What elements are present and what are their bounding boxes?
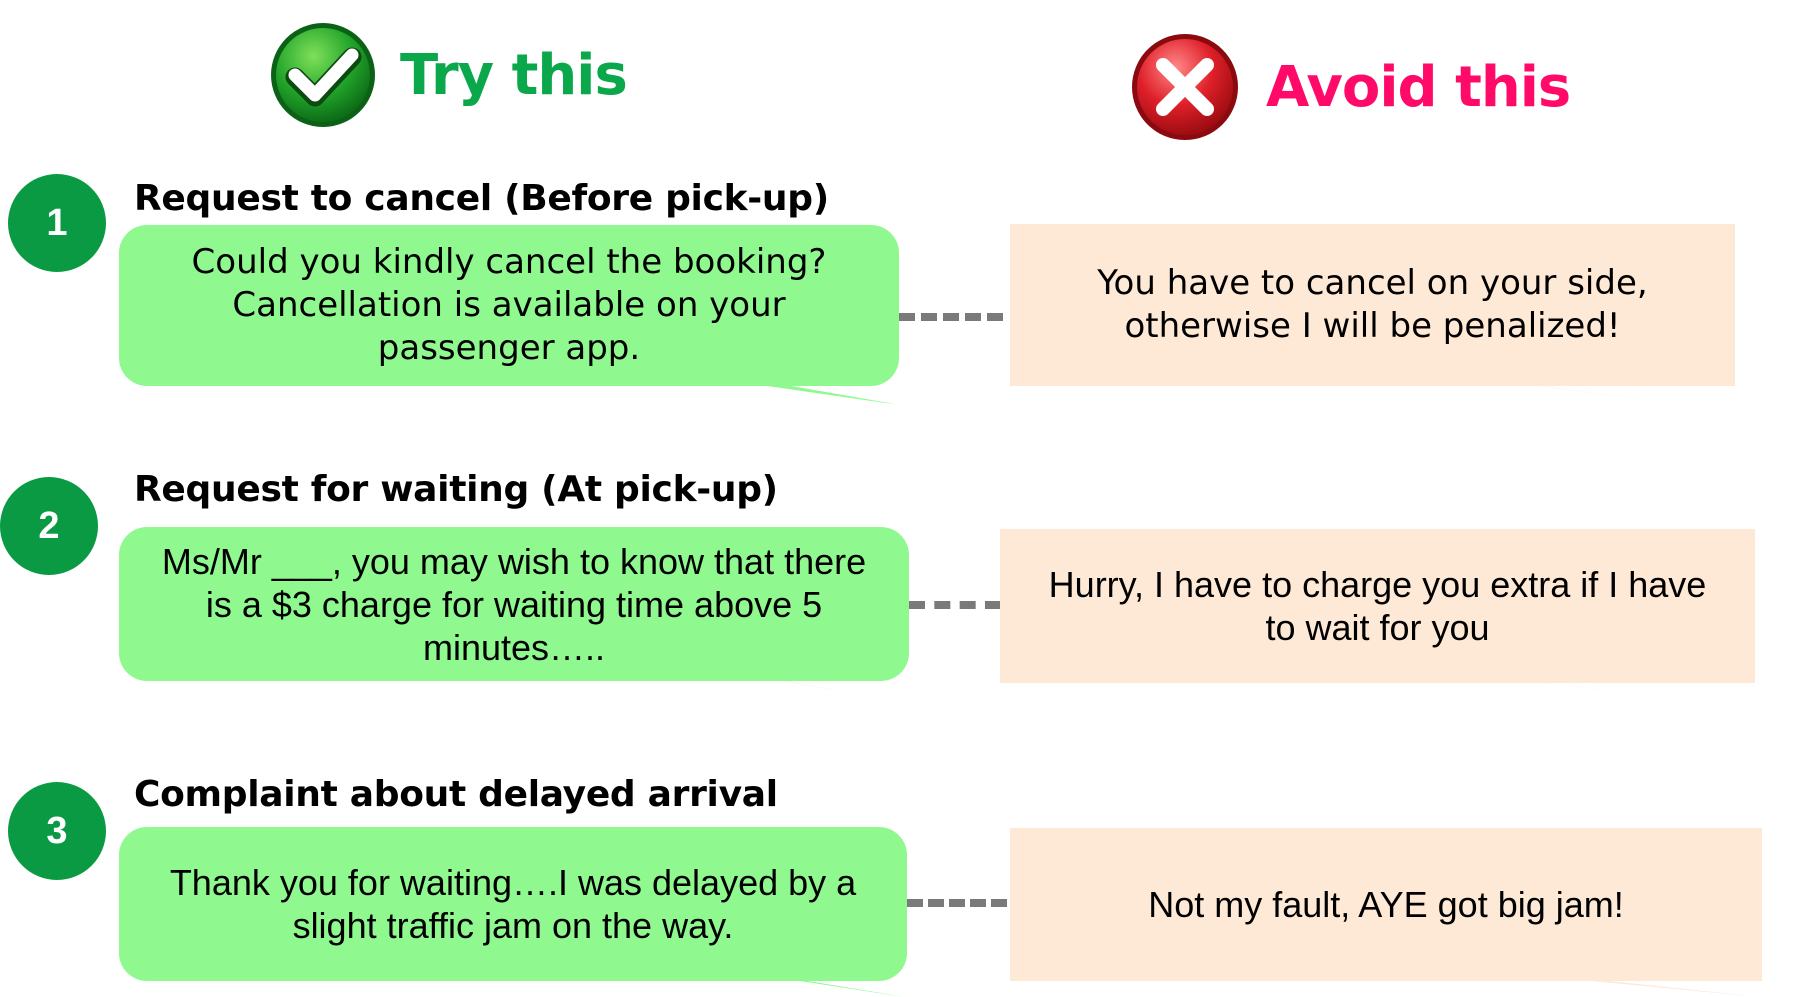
cross-icon [1130, 32, 1240, 142]
step-number-1: 1 [8, 174, 106, 272]
avoid-this-header: Avoid this [1130, 32, 1571, 142]
good-bubble-3: Thank you for waiting….I was delayed by … [119, 827, 907, 981]
step-number-3: 3 [8, 782, 106, 880]
good-bubble-2: Ms/Mr ___, you may wish to know that the… [119, 527, 909, 681]
bad-text-1: You have to cancel on your side, otherwi… [1097, 263, 1648, 346]
connector-1 [899, 313, 1003, 321]
bad-bubble-1: You have to cancel on your side, otherwi… [1010, 224, 1735, 386]
avoid-this-title: Avoid this [1266, 54, 1571, 120]
bad-bubble-3: Not my fault, AYE got big jam! [1010, 828, 1762, 981]
bad-text-2: Hurry, I have to charge you extra if I h… [1048, 564, 1707, 648]
connector-3 [907, 899, 1007, 907]
good-text-1: Could you kindly cancel the booking? Can… [191, 242, 827, 368]
good-text-2: Ms/Mr ___, you may wish to know that the… [161, 540, 867, 668]
bad-text-3: Not my fault, AYE got big jam! [1148, 884, 1624, 925]
good-text-3: Thank you for waiting….I was delayed by … [169, 862, 857, 946]
step-number-2: 2 [0, 477, 98, 575]
good-bubble-1: Could you kindly cancel the booking? Can… [119, 225, 899, 386]
try-this-title: Try this [400, 42, 628, 108]
bad-bubble-2: Hurry, I have to charge you extra if I h… [1000, 529, 1755, 683]
check-icon [268, 20, 378, 130]
connector-2 [909, 601, 1001, 609]
row-1-heading: Request to cancel (Before pick-up) [134, 178, 829, 219]
row-3-heading: Complaint about delayed arrival [134, 774, 778, 815]
row-2-heading: Request for waiting (At pick-up) [134, 469, 778, 510]
try-this-header: Try this [268, 20, 628, 130]
